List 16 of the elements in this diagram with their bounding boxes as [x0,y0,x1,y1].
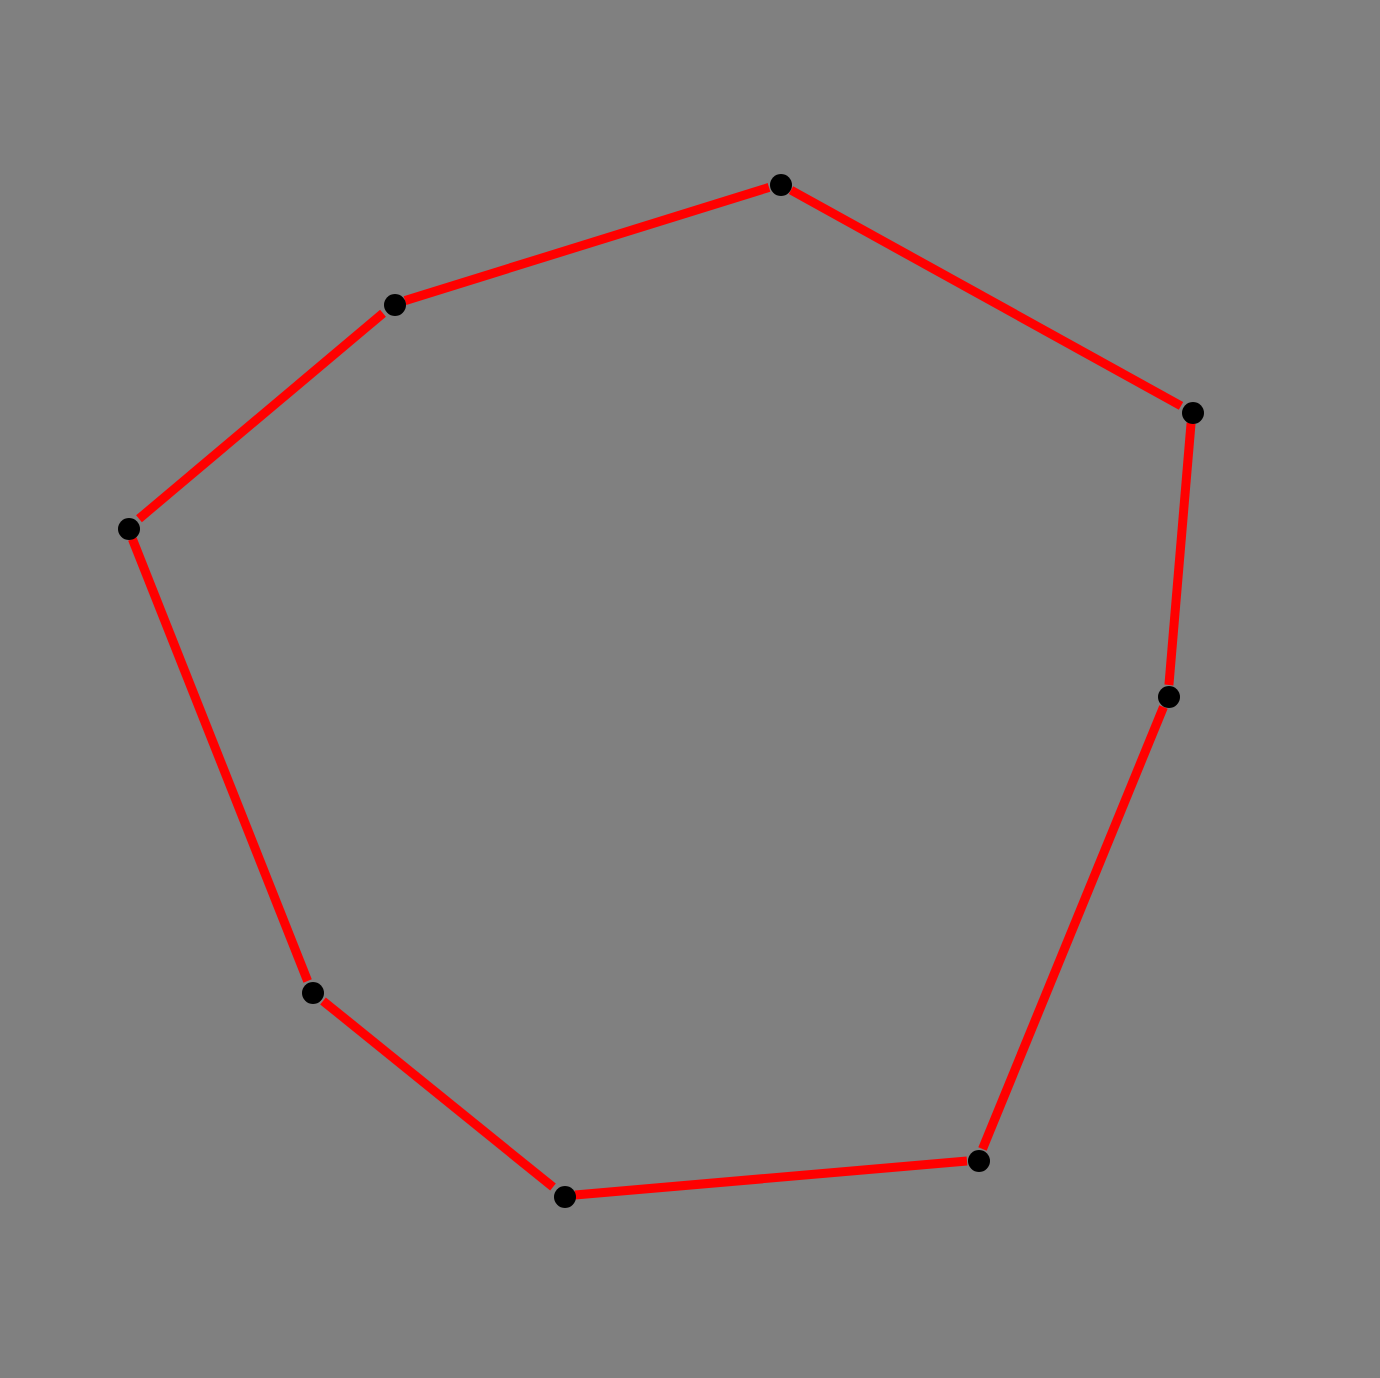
connector-line [788,186,1184,410]
connector-line [403,183,771,305]
junction-dot [967,1149,989,1171]
junction-dot [769,173,791,195]
connector-line [320,997,556,1191]
connector-line [1164,422,1196,686]
junction-dot [1157,685,1179,707]
junction-dot [383,293,405,315]
connector-line [574,1156,968,1200]
connector-line [136,309,386,523]
junction-dot [117,517,139,539]
connector-line [978,705,1168,1151]
junction-dot [301,981,323,1003]
junction-dot [553,1185,575,1207]
junction-dot [1181,401,1203,423]
connector-line [128,537,312,983]
